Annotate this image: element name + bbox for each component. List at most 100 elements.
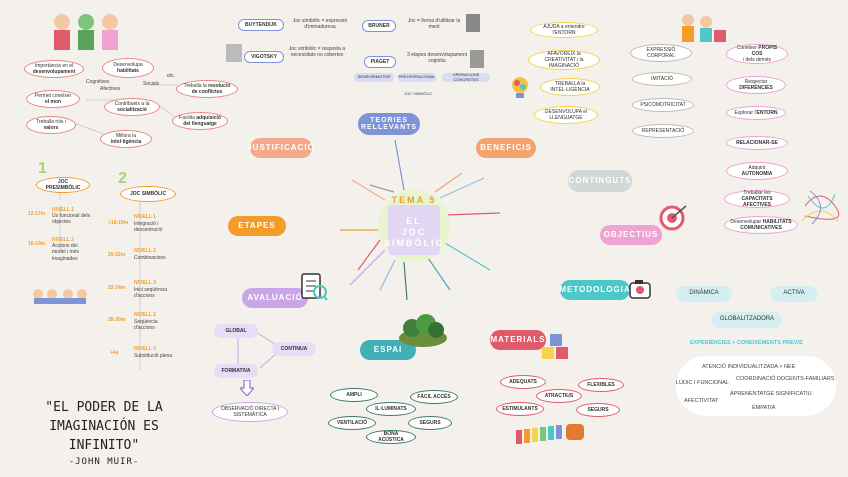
drum-icon <box>566 424 584 440</box>
down-arrow-icon <box>238 379 256 397</box>
benefici-4: DESENVOLUPA el LLENGUATGE <box>534 106 598 124</box>
espai-acustica: BONA ACÚSTICA <box>366 430 416 444</box>
justif-etc: etc. <box>167 73 176 79</box>
colorful-scribble <box>800 186 840 226</box>
right-desc-5: Substitució plena <box>134 353 173 359</box>
branch-objectius[interactable]: OBJECTIUS <box>600 225 662 245</box>
piaget-stage-1: SENSORIMOTOR <box>354 73 394 82</box>
etapa-presimbolic: JOC PRESIMBÒLIC <box>36 177 90 193</box>
branch-avaluacio[interactable]: AVALUACIÓ <box>242 288 308 308</box>
children-illustration-top <box>50 8 126 56</box>
espai-segurs: SEGURS <box>408 416 452 430</box>
left-desc-1: Ús funcional dels objectes <box>52 213 91 226</box>
quote-block: "EL PODER DE LA IMAGINACIÓN ES INFINITO"… <box>14 398 194 467</box>
aval-continua: CONTINUA <box>272 342 316 356</box>
metode-cloud-5: AFECTIVITAT <box>684 398 719 404</box>
center-line2: JOC <box>401 227 427 237</box>
trees-icon <box>398 314 448 348</box>
right-desc-1: Integració i descentració <box>134 221 163 234</box>
arrow-c <box>439 239 491 271</box>
arrow-teories <box>394 139 405 191</box>
metode-experiencies: EXPERIÈNCIES + CONEIXEMENTS PREVIS <box>690 340 803 346</box>
teoria-bruner-text: Joc = forma d'utilitzar la ment <box>407 18 461 31</box>
right-age-1: +18-19m <box>108 220 129 226</box>
teoria-vigotsky-text: Joc simbòlic = resposta a necessitats no… <box>288 46 346 59</box>
aval-global: GLOBAL <box>214 324 258 338</box>
number-2: 2 <box>118 170 127 187</box>
justif-afectives: Afectives <box>100 86 121 92</box>
bruner-portrait <box>466 14 480 32</box>
teoria-buytendijk-label: BUYTENDIJK <box>238 19 284 31</box>
left-level-2: NIVELL 2 <box>52 237 74 243</box>
justif-cognitives: Cognitives <box>86 79 110 85</box>
quote-line-2: IMAGINACIÓN ES INFINITO" <box>49 419 159 453</box>
center-line3: SIMBÒLIC <box>384 238 444 248</box>
benefici-3: TREBALLA la INTEL·LIGÈNCIA <box>540 78 600 96</box>
right-desc-2: Combinacions <box>134 255 166 261</box>
branch-justificacio[interactable]: JUSTIFICACIÓ <box>247 138 314 158</box>
material-estimulants: ESTIMULANTS <box>496 402 544 416</box>
number-1: 1 <box>38 160 47 177</box>
branch-beneficis[interactable]: BENEFICIS <box>476 138 536 158</box>
arrow-g <box>369 184 395 193</box>
justif-conflictes: Treballa la resolució de conflictes <box>176 80 238 98</box>
right-level-1: NIVELL 1 <box>134 214 156 220</box>
right-level-3: NIVELL 3 <box>134 280 156 286</box>
teoria-piaget-label: PIAGET <box>364 56 396 68</box>
branch-continguts[interactable]: CONTINGUTS <box>568 170 632 192</box>
justif-socials: Socials <box>143 81 160 87</box>
camera-icon <box>628 278 652 300</box>
metode-cloud <box>676 356 836 416</box>
right-desc-4: Seqüència d'accions <box>134 319 158 332</box>
left-desc-2: Accions del model i més imaginades <box>52 243 79 262</box>
branch-espai[interactable]: ESPAI <box>360 340 416 360</box>
branch-teories[interactable]: TEORIES RELLEVANTS <box>358 113 420 135</box>
benefici-2: AFAVOREIX la CREATIVITAT i la IMAGINACIÓ <box>528 50 600 70</box>
teoria-piaget-text: 3 etapes desenvolupament cognitiu <box>406 52 468 65</box>
teoria-bruner-label: BRUNER <box>362 20 396 32</box>
quote-line-1: "EL PODER DE LA <box>45 400 163 415</box>
espai-illuminats: IL·LUMINATS <box>366 402 416 416</box>
material-segurs: SEGURS <box>576 403 620 417</box>
contingut-2: IMITACIÓ <box>632 72 692 86</box>
vigotsky-portrait <box>226 44 242 62</box>
piaget-stage-2: PREOPERACIONAL <box>398 73 436 82</box>
xylophone-icon <box>514 424 564 448</box>
metode-dinamica: DINÀMICA <box>676 286 732 302</box>
center-card <box>388 205 440 255</box>
branch-materials[interactable]: MATERIALS <box>490 330 546 350</box>
espai-ampli: AMPLI <box>330 388 378 402</box>
right-level-5: NIVELL 3 <box>134 346 156 352</box>
left-level-1: NIVELL 1 <box>52 207 74 213</box>
branch-metodologia[interactable]: METODOLOGIA <box>559 280 630 300</box>
arrow-f <box>379 259 396 291</box>
etapa-simbolic: JOC SIMBÒLIC <box>120 186 176 202</box>
lightbulb-icon <box>508 74 532 102</box>
contingut-3: PSICOMOTRICITAT <box>632 98 694 112</box>
objectiu-entorn: Explorar l'ENTORN <box>726 106 786 120</box>
piaget-stage-3: OPERACIONS CONCRETES <box>442 72 490 82</box>
objectiu-comunicatives: Desenvolupar HABILITATS COMUNICATIVES <box>724 216 798 234</box>
metode-cloud-2: LÚDIC I FUNCIONAL <box>676 380 729 386</box>
material-flexibles: FLEXIBLES <box>578 378 624 392</box>
material-atractius: ATRACTIUS <box>536 389 582 403</box>
babies-illustration <box>30 286 90 306</box>
center-line1: EL <box>406 216 422 226</box>
center-tema: TEMA 5 <box>391 195 437 205</box>
contingut-1: EXPRESSIÓ CORPORAL <box>630 44 692 62</box>
contingut-4: REPRESENTACIÓ <box>632 124 694 138</box>
teoria-vigotsky-label: VIGOTSKY <box>244 51 284 63</box>
left-age-2: 16-19m <box>28 241 46 247</box>
branch-etapes[interactable]: ETAPES <box>228 216 286 236</box>
kids-illustration-right <box>678 12 728 46</box>
metode-cloud-6: EMPATIA <box>752 405 776 411</box>
aval-observacio: OBSERVACIÓ DIRECTA I SISTEMÀTICA <box>212 402 288 422</box>
